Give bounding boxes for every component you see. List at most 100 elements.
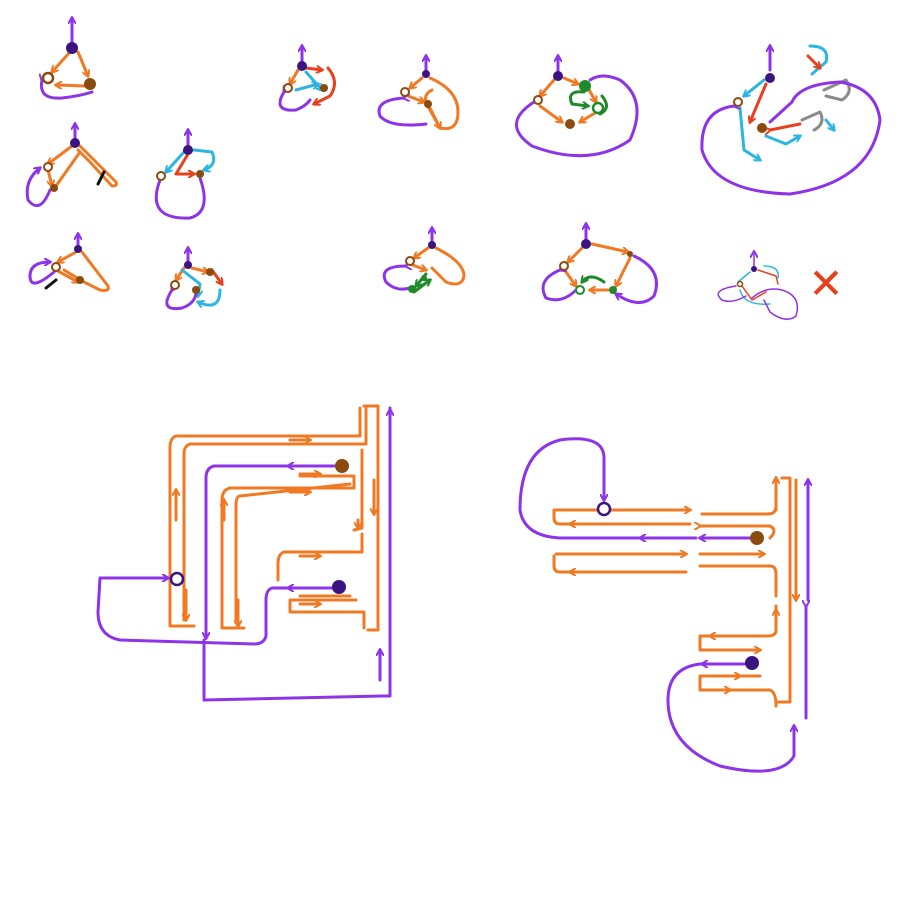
edge (58, 250, 78, 262)
purple-track (666, 662, 794, 773)
sketch-triangle-cyan-red (154, 130, 216, 220)
indigo-node (70, 138, 80, 148)
cut-mark (96, 170, 106, 186)
open-node (405, 256, 415, 266)
brown-node (192, 286, 200, 294)
edge (62, 250, 110, 292)
loop (751, 288, 799, 320)
orange-track (698, 564, 778, 598)
indigo-node (553, 71, 563, 81)
indigo-node (297, 61, 307, 71)
edge (294, 84, 318, 92)
loop (25, 168, 52, 208)
edge (770, 122, 802, 130)
sketch-loop-knot (377, 56, 460, 131)
brown-node (206, 268, 214, 276)
orange-track (352, 448, 364, 532)
loop (541, 270, 578, 302)
open-node (736, 280, 744, 288)
sketch-triangle-red-cross (278, 46, 336, 112)
edge (738, 106, 760, 160)
brown-node (320, 84, 328, 92)
edge (824, 118, 834, 130)
purple-track (96, 578, 334, 646)
green-node (579, 80, 591, 92)
edge (540, 78, 556, 96)
sketch-triangle-basic (41, 18, 96, 100)
indigo-node (581, 239, 591, 249)
loop (717, 285, 747, 303)
orange-track (700, 478, 778, 516)
edge (190, 266, 208, 272)
rejected-mark-glyph: ✕ (808, 259, 843, 308)
loop (154, 178, 206, 220)
loop (377, 98, 428, 127)
open-node (170, 280, 180, 290)
brown-node (84, 78, 96, 90)
edge (76, 50, 88, 76)
loop (616, 254, 658, 304)
edge (582, 277, 606, 282)
sketch-big-multi-loop (700, 44, 882, 196)
sketch-triangle-folded (28, 234, 110, 292)
edge (192, 148, 216, 170)
brown-node (196, 170, 204, 178)
large-diagram-right (518, 437, 808, 773)
orange-track (552, 554, 688, 574)
edge (616, 256, 632, 286)
green-node (421, 275, 427, 281)
brown-node (750, 531, 764, 545)
edge (757, 269, 779, 285)
edge (198, 288, 222, 305)
rejected-mark: ✕ (808, 259, 843, 308)
open-node (400, 87, 410, 97)
open-node (41, 71, 55, 85)
indigo-node (183, 145, 193, 155)
edge (414, 246, 430, 258)
edge (430, 246, 466, 286)
indigo-node (422, 70, 430, 78)
indigo-node (765, 73, 775, 83)
purple-track (202, 406, 392, 702)
loop (700, 80, 882, 196)
edge (750, 82, 768, 122)
green-node (609, 286, 617, 294)
edge (744, 78, 766, 96)
indigo-node (66, 42, 78, 54)
edge (562, 76, 578, 84)
edge (304, 68, 322, 70)
open-node (169, 571, 185, 587)
orange-track (698, 604, 778, 650)
cut-mark (44, 278, 58, 290)
edge (406, 94, 424, 102)
open-node (596, 501, 612, 517)
orange-track (182, 406, 368, 622)
indigo-node (332, 580, 346, 594)
open-node (43, 162, 53, 172)
loop (515, 74, 639, 158)
orange-track (774, 476, 792, 704)
sketch-triangle-cyan-red-2 (165, 248, 222, 311)
purple-track (518, 437, 698, 540)
indigo-node (428, 241, 436, 249)
edge (174, 152, 194, 174)
loop (41, 80, 94, 100)
edge (808, 44, 829, 76)
edge (166, 150, 186, 172)
orange-track (234, 482, 352, 622)
open-node (283, 83, 293, 93)
edge (76, 144, 118, 188)
loop (278, 92, 312, 112)
indigo-node (184, 261, 192, 269)
edge (800, 110, 824, 132)
edge (52, 50, 72, 72)
edge (763, 265, 779, 279)
brown-node (50, 184, 58, 192)
edge (288, 68, 300, 84)
open-green-node (591, 101, 605, 115)
sketch-loop-knot-green (382, 228, 466, 294)
sketch-ring-green-inner (515, 56, 639, 158)
open-node (559, 261, 569, 271)
orange-track (276, 532, 364, 582)
brown-node (565, 119, 575, 129)
